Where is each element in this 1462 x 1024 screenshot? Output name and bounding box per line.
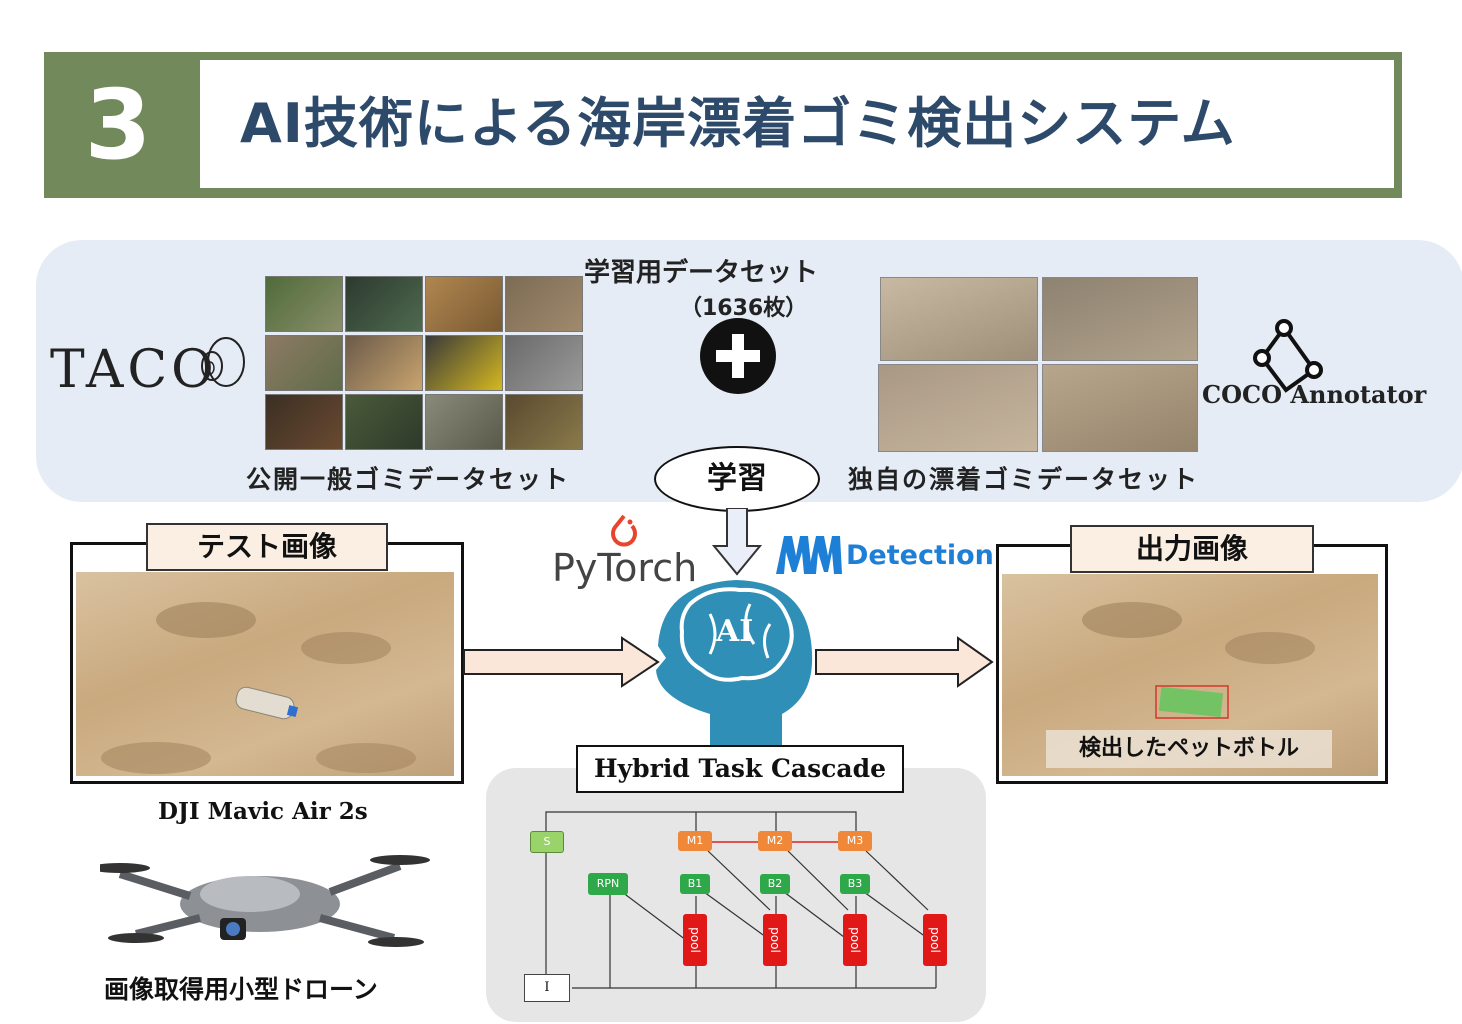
taco-can-icon	[201, 337, 245, 387]
dataset-thumbnail	[1042, 364, 1198, 452]
dataset-thumbnail	[425, 276, 503, 332]
htc-node-pool: pool	[683, 914, 707, 966]
htc-node-pool: pool	[843, 914, 867, 966]
ai-head-icon	[656, 580, 813, 750]
drone-icon	[100, 855, 430, 947]
dataset-thumbnail	[345, 394, 423, 450]
page-title: AI技術による海岸漂着ゴミ検出システム	[240, 92, 1236, 155]
htc-node-b2: B2	[760, 874, 790, 894]
htc-node-m3: M3	[838, 831, 872, 851]
coco-annotator-icon	[1253, 319, 1323, 393]
public-dataset-label: 公開一般ゴミデータセット	[246, 465, 571, 494]
dataset-thumbnail	[265, 335, 343, 391]
dataset-title: 学習用データセット	[584, 258, 819, 288]
footprints-drawing	[101, 602, 416, 774]
dataset-thumbnail	[265, 394, 343, 450]
pytorch-logo: PyTorch	[552, 546, 698, 590]
output-image-tag: 出力画像	[1070, 525, 1314, 573]
footprints-drawing	[1082, 602, 1315, 719]
pool-label: pool	[928, 927, 942, 953]
right-arrow-to-output	[815, 636, 994, 688]
test-image	[76, 572, 454, 776]
detected-label: 検出したペットボトル	[1046, 730, 1332, 768]
dataset-count: （1636枚）	[680, 296, 808, 321]
dataset-thumbnail	[1042, 277, 1198, 361]
down-arrow	[712, 508, 762, 576]
detection-mask	[1158, 686, 1224, 718]
htc-node-rpn: RPN	[588, 873, 628, 895]
htc-node-m2: M2	[758, 831, 792, 851]
plus-icon	[700, 318, 776, 394]
dataset-thumbnail	[265, 276, 343, 332]
pytorch-flame-icon	[611, 514, 637, 547]
drone-name: DJI Mavic Air 2s	[158, 798, 368, 825]
htc-node-s: S	[530, 831, 564, 853]
section-number: 3	[84, 69, 152, 181]
htc-node-m1: M1	[678, 831, 712, 851]
dataset-thumbnail	[505, 335, 583, 391]
htc-node-b1: B1	[680, 874, 710, 894]
dataset-thumbnail	[505, 394, 583, 450]
test-image-tag: テスト画像	[146, 523, 388, 571]
header-title-box	[200, 60, 1394, 188]
coco-annotator-logo: COCO Annotator	[1202, 380, 1427, 409]
mmdetection-logo: Detection	[846, 540, 994, 571]
mmdetection-mm-icon	[776, 536, 842, 574]
dataset-thumbnail	[880, 277, 1038, 361]
htc-node-input: I	[524, 974, 570, 1002]
ai-label: AI	[716, 614, 754, 649]
dataset-thumbnail	[345, 276, 423, 332]
detection-box	[1155, 685, 1229, 719]
pool-label: pool	[688, 927, 702, 953]
htc-node-pool: pool	[763, 914, 787, 966]
htc-node-b3: B3	[840, 874, 870, 894]
drone-caption: 画像取得用小型ドローン	[104, 975, 378, 1004]
taco-logo: TACO	[50, 340, 218, 400]
dataset-thumbnail	[425, 335, 503, 391]
pool-label: pool	[848, 927, 862, 953]
pool-label: pool	[768, 927, 782, 953]
dataset-thumbnail	[345, 335, 423, 391]
right-arrow-to-ai	[463, 636, 660, 688]
dataset-thumbnail	[505, 276, 583, 332]
dataset-thumbnail	[425, 394, 503, 450]
htc-node-pool: pool	[923, 914, 947, 966]
dataset-thumbnail	[878, 364, 1038, 452]
own-dataset-label: 独自の漂着ゴミデータセット	[848, 465, 1200, 494]
learning-label: 学習	[654, 446, 820, 512]
htc-title: Hybrid Task Cascade	[576, 745, 904, 793]
